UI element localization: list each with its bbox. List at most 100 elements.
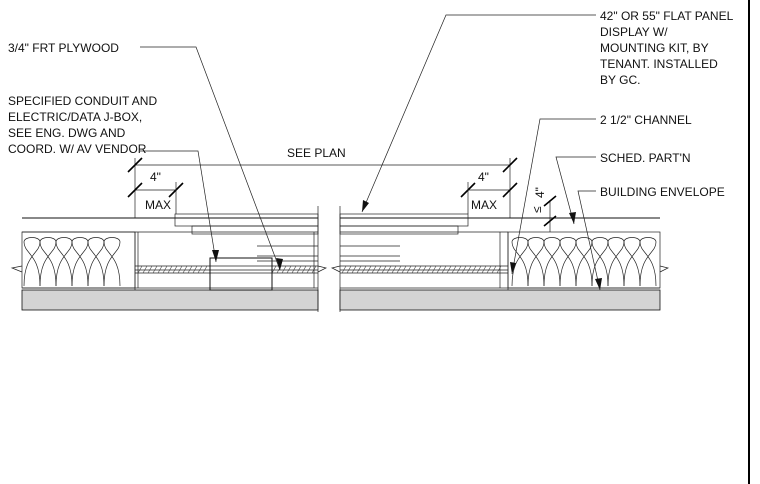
channel-hatch-line [441,265,447,274]
display-callout: 42" OR 55" FLAT PANEL DISPLAY W/ MOUNTIN… [600,9,734,87]
channel-hatch-line [291,265,297,274]
channel-hatch-line [376,265,382,274]
insulation-batt [71,237,89,287]
vertical-clearance-dimension: 4" ≤ [530,187,557,232]
channel-hatch-line [431,265,437,274]
channel-hatch-line [456,265,462,274]
right-wall-assembly [330,206,670,312]
channel-hatch-line [406,265,412,274]
channel-hatch-line [371,265,377,274]
channel-hatch-line [401,265,407,274]
channel-hatch-line [416,265,422,274]
channel-hatch-line [197,265,203,274]
channel-hatch-line [182,265,188,274]
vertical-dim-value: 4" [533,187,547,198]
channel-hatch-line [466,265,472,274]
insulation-batt [527,237,545,287]
leader-lines [140,14,601,291]
insulation-batt [55,237,73,287]
partition-callout: SCHED. PART'N [600,151,691,165]
channel-hatch-line [451,265,457,274]
channel-hatch-line [486,265,492,274]
channel-hatch-line [491,265,497,274]
channel-hatch-line [421,265,427,274]
svg-text:DISPLAY W/: DISPLAY W/ [600,25,668,39]
insulation-batt [543,237,561,287]
insulation-batt [559,237,577,287]
channel-hatch-line [152,265,158,274]
right-gypsum-board [339,289,661,311]
left-wall-assembly [10,206,328,312]
left-insulation [23,237,121,287]
conduit-callout: SPECIFIED CONDUIT AND ELECTRIC/DATA J-BO… [8,94,157,156]
channel-hatch-line [306,265,312,274]
svg-text:MOUNTING KIT, BY: MOUNTING KIT, BY [600,41,709,55]
channel-hatch-line [476,265,482,274]
svg-text:COORD. W/ AV VENDOR: COORD. W/ AV VENDOR [8,142,147,156]
channel-hatch-line [366,265,372,274]
channel-hatch-line [192,265,198,274]
channel-callout: 2 1/2" CHANNEL [600,113,692,127]
insulation-batt [639,237,657,287]
channel-hatch-line [167,265,173,274]
channel-hatch-line [481,265,487,274]
left-dim-value: 4" [150,170,161,184]
envelope-callout: BUILDING ENVELOPE [600,185,725,199]
channel-hatch-line [341,265,347,274]
svg-text:SEE ENG. DWG AND: SEE ENG. DWG AND [8,126,126,140]
insulation-batt [623,237,641,287]
insulation-batt [39,237,57,287]
channel-hatch-line [361,265,367,274]
left-dim-max: MAX [145,198,171,212]
svg-text:42" OR 55" FLAT PANEL: 42" OR 55" FLAT PANEL [600,9,734,23]
channel-hatch-line [137,265,143,274]
channel-hatch-line [301,265,307,274]
insulation-batt [591,237,609,287]
insulation-batt [103,237,121,287]
leader-arrowheads [212,200,602,290]
channel-hatch-line [286,265,292,274]
left-clearance-dimension: 4" MAX [127,170,184,214]
channel-hatch-line [172,265,178,274]
insulation-batt [511,237,529,287]
channel-hatch-line [496,265,502,274]
junction-box [209,257,273,291]
channel-hatch-line [177,265,183,274]
left-plywood [174,213,319,227]
flat-panel-display [339,213,469,227]
channel-hatch-line [386,265,392,274]
see-plan-label: SEE PLAN [287,146,346,160]
channel-hatch-line [396,265,402,274]
svg-text:BY GC.: BY GC. [600,73,640,87]
svg-text:TENANT. INSTALLED: TENANT. INSTALLED [600,57,718,71]
channel-hatch-line [187,265,193,274]
channel-hatch-line [391,265,397,274]
channel-hatch-line [157,265,163,274]
insulation-batt [607,237,625,287]
channel-hatch-line [346,265,352,274]
insulation-batt [575,237,593,287]
channel-hatch-line [296,265,302,274]
insulation-batt [87,237,105,287]
channel-hatch-line [436,265,442,274]
right-insulation [511,237,657,287]
channel-hatch-line [426,265,432,274]
vertical-dim-symbol: ≤ [530,206,544,213]
right-dim-value: 4" [478,170,489,184]
channel-hatch-line [202,265,208,274]
plywood-callout: 3/4" FRT PLYWOOD [8,41,119,55]
see-plan-dimension: SEE PLAN [127,146,518,218]
channel-hatch-line [162,265,168,274]
right-dim-max: MAX [471,198,497,212]
right-clearance-dimension: 4" MAX [460,170,518,214]
left-gypsum-board [21,289,319,311]
svg-text:ELECTRIC/DATA J-BOX,: ELECTRIC/DATA J-BOX, [8,110,142,124]
channel-hatch-line [381,265,387,274]
channel-hatch-line [147,265,153,274]
channel-hatch-line [411,265,417,274]
channel-hatch-line [446,265,452,274]
channel-hatch-line [461,265,467,274]
channel-hatch-line [142,265,148,274]
svg-text:SPECIFIED CONDUIT AND: SPECIFIED CONDUIT AND [8,94,157,108]
